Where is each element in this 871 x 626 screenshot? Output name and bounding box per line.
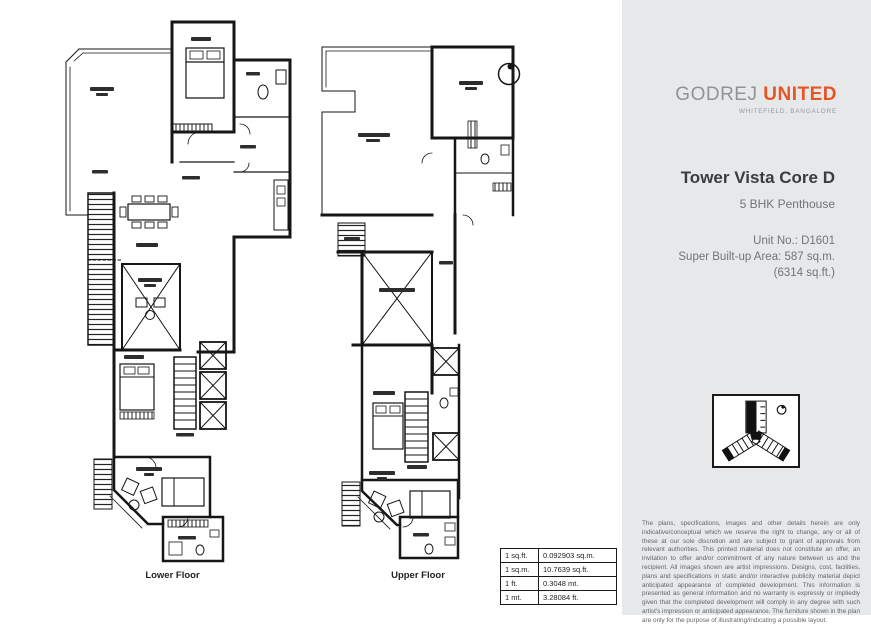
room-label-smudges	[344, 81, 483, 537]
north-indicator-icon	[497, 62, 521, 86]
tower-title: Tower Vista Core D	[680, 168, 835, 187]
brand-logo: GODREJ UNITED WHITEFIELD, BANGALORE	[675, 84, 837, 115]
upper-floor-plan-drawing	[320, 45, 521, 560]
upper-floor-label: Upper Floor	[391, 570, 445, 581]
unit-area-sqft: (6314 sq.ft.)	[773, 267, 835, 279]
unit-info: Tower Vista Core D 5 BHK Penthouse Unit …	[678, 168, 835, 281]
conversion-unit: 1 sq.ft.	[500, 548, 539, 563]
conversion-value: 10.7639 sq.ft.	[538, 562, 617, 577]
info-panel: GODREJ UNITED WHITEFIELD, BANGALORE Towe…	[622, 0, 871, 624]
unit-type: 5 BHK Penthouse	[739, 197, 835, 211]
conversion-unit: 1 mt.	[500, 590, 539, 605]
table-row: 1 ft. 0.3048 mt.	[500, 576, 617, 591]
brand-name-primary: GODREJ	[675, 84, 758, 105]
conversion-unit: 1 sq.m.	[500, 562, 539, 577]
table-row: 1 sq.ft. 0.092903 sq.m.	[500, 548, 617, 563]
upper-floor-plan	[313, 33, 523, 568]
unit-conversion-table: 1 sq.ft. 0.092903 sq.m. 1 sq.m. 10.7639 …	[500, 548, 617, 605]
lower-floor-label: Lower Floor	[145, 570, 200, 581]
room-label-smudges	[90, 37, 260, 540]
site-key-plan	[712, 394, 800, 468]
site-key-plan-icon	[721, 400, 791, 462]
legal-disclaimer: The plans, specifications, images and ot…	[642, 520, 860, 624]
conversion-unit: 1 ft.	[500, 576, 539, 591]
lower-floor-plan	[50, 12, 295, 567]
conversion-value: 3.28084 ft.	[538, 590, 617, 605]
brand-tagline: WHITEFIELD, BANGALORE	[738, 108, 837, 115]
lower-floor-plan-drawing	[65, 20, 292, 563]
conversion-value: 0.092903 sq.m.	[538, 548, 617, 563]
unit-area-sqm: Super Built-up Area: 587 sq.m.	[678, 251, 835, 263]
north-indicator-icon	[776, 404, 787, 415]
brand-name-secondary: UNITED	[763, 84, 837, 105]
unit-number: Unit No.: D1601	[753, 235, 835, 247]
brand-wordmark: GODREJ UNITED	[675, 84, 837, 106]
table-row: 1 mt. 3.28084 ft.	[500, 590, 617, 605]
table-row: 1 sq.m. 10.7639 sq.ft.	[500, 562, 617, 577]
conversion-value: 0.3048 mt.	[538, 576, 617, 591]
